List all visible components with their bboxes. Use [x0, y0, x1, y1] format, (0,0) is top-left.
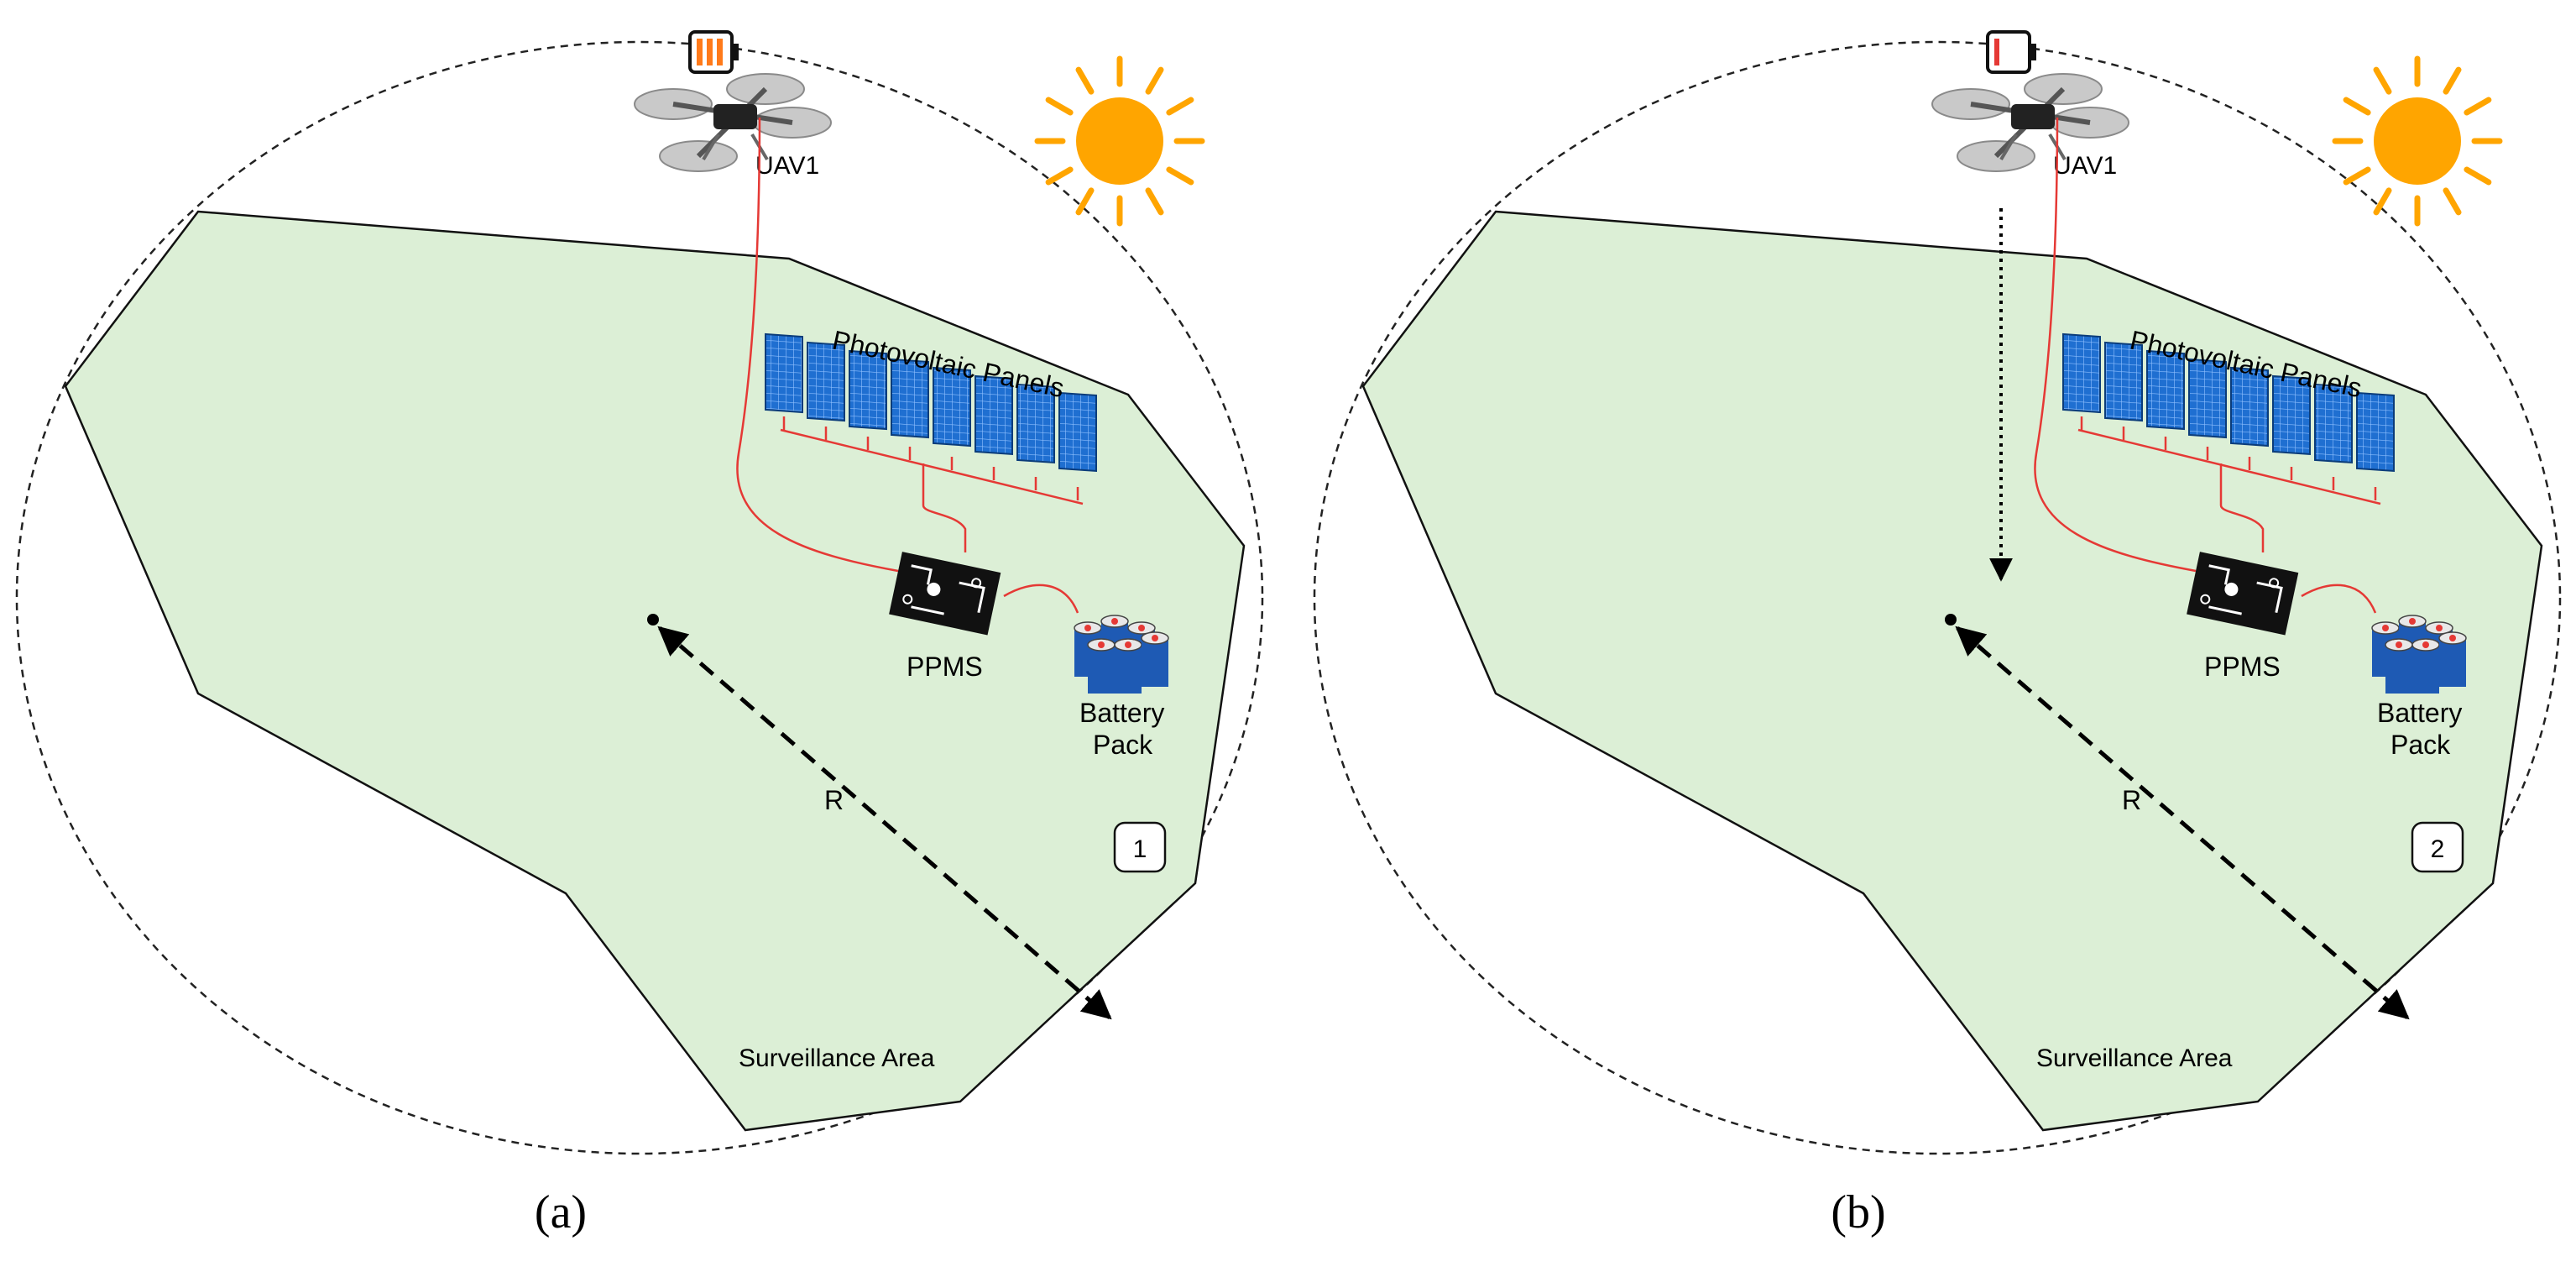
uav-power-wire — [2034, 117, 2197, 573]
sun-icon — [2332, 55, 2503, 227]
center-point — [1945, 614, 1957, 626]
battery-label-line1: Battery — [1079, 698, 1164, 728]
uav-battery-icon — [688, 30, 739, 74]
panel-caption: (b) — [1831, 1186, 1885, 1238]
radius-arrow — [1955, 626, 2410, 1020]
ppms-to-battery-wire — [1003, 584, 1079, 614]
coverage-circle — [15, 40, 1264, 1155]
radius-label: R — [824, 785, 844, 815]
uav-battery-icon — [1986, 30, 2036, 74]
panel-caption: (a) — [535, 1186, 587, 1238]
photovoltaic-panels — [2062, 332, 2395, 505]
step-badge-number: 1 — [1133, 835, 1147, 863]
uav-label: UAV1 — [2053, 152, 2117, 180]
ppms-label: PPMS — [2204, 652, 2281, 682]
battery-pack-icon — [1074, 615, 1169, 694]
surveillance-area-label: Surveillance Area — [739, 1044, 935, 1072]
pv-to-ppms-wire — [2219, 463, 2265, 552]
center-point — [647, 614, 659, 626]
uav-label: UAV1 — [755, 152, 819, 180]
surveillance-area-label: Surveillance Area — [2036, 1044, 2233, 1072]
radius-arrow — [657, 626, 1112, 1020]
uav-drone-icon — [634, 73, 832, 172]
step-badge: 2 — [2411, 821, 2464, 873]
battery-label-line1: Battery — [2377, 698, 2462, 728]
coverage-circle — [1313, 40, 2562, 1155]
uav-drone-icon — [1931, 73, 2129, 172]
ppms-to-battery-wire — [2301, 584, 2377, 614]
uav-power-wire — [736, 117, 899, 573]
sun-icon — [1034, 55, 1205, 227]
step-badge: 1 — [1113, 821, 1167, 873]
battery-label-line2: Pack — [1093, 730, 1153, 760]
step-badge-number: 2 — [2431, 835, 2445, 863]
ppms-board-icon — [2187, 552, 2299, 636]
ppms-board-icon — [889, 552, 1001, 636]
surveillance-area — [1361, 210, 2543, 1132]
ppms-label: PPMS — [907, 652, 983, 682]
photovoltaic-panels — [765, 332, 1097, 505]
battery-label-line2: Pack — [2391, 730, 2451, 760]
pv-to-ppms-wire — [922, 463, 967, 552]
surveillance-area — [64, 210, 1246, 1132]
battery-pack-icon — [2371, 615, 2467, 694]
radius-label: R — [2122, 785, 2141, 815]
